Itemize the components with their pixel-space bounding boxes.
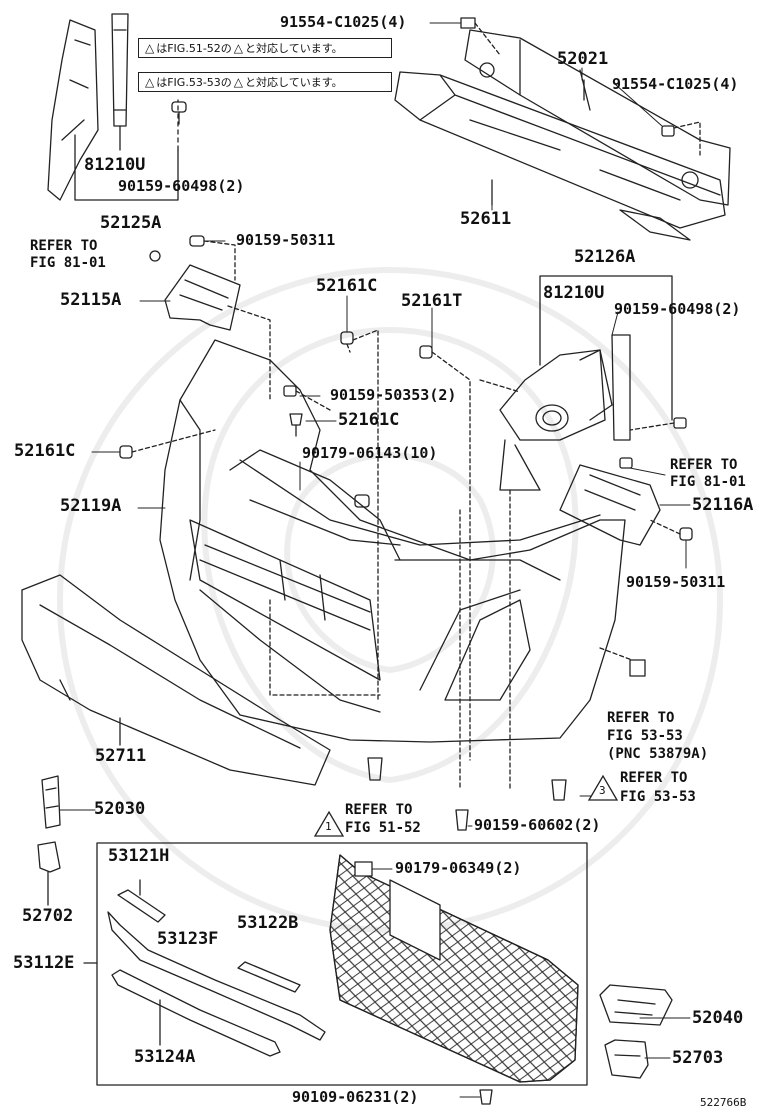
- note-prefix: はFIG.53-53の: [156, 76, 232, 89]
- push-clip-right: [551, 779, 567, 801]
- part-label: 90159-60602(2): [474, 816, 601, 834]
- refer-label: FIG 53-53: [607, 728, 683, 744]
- warning-triangle-icon: △: [145, 75, 155, 89]
- bracket-52703: [604, 1039, 649, 1079]
- absorber-bracket-52021: [464, 29, 731, 206]
- warning-marker-3: 3: [599, 784, 606, 797]
- part-label: 90159-50311: [236, 231, 336, 249]
- part-label: 52125A: [100, 213, 162, 233]
- part-label: 52126A: [574, 247, 636, 267]
- clip-53-53-a: [629, 659, 646, 677]
- bolt-91554-top: [460, 17, 501, 56]
- note-fig-53-53: △ はFIG.53-53の △ と対応しています。: [138, 72, 392, 92]
- part-label: 53122B: [237, 913, 299, 933]
- part-label: 52119A: [60, 496, 122, 516]
- bracket-52040: [599, 984, 673, 1026]
- part-label: 90159-50311: [626, 573, 726, 591]
- clip-lower-left-52030: [41, 775, 61, 829]
- part-label: 81210U: [543, 283, 605, 303]
- part-label: 90159-60498(2): [118, 177, 245, 195]
- part-label: 81210U: [84, 155, 146, 175]
- clip-90159-60498-left: [171, 101, 187, 125]
- note-fig-51-52: △ はFIG.51-52の △ と対応しています。: [138, 38, 392, 58]
- part-label: 53124A: [134, 1047, 196, 1067]
- warning-triangle-icon: △: [233, 75, 244, 89]
- screw-90159-50353: [283, 385, 331, 411]
- retainer-52115a: [149, 235, 271, 401]
- refer-label: REFER TO: [345, 802, 413, 818]
- molding-53124a: [111, 969, 281, 1057]
- bolt-91554-right: [661, 121, 701, 156]
- lower-spoiler-52711: [21, 574, 331, 786]
- clip-52161c-left: [119, 429, 216, 459]
- part-label: 52021: [557, 49, 609, 69]
- refer-label: REFER TO: [30, 238, 98, 254]
- part-label: 52611: [460, 209, 512, 229]
- part-label: 53112E: [13, 953, 75, 973]
- part-label: 90179-06143(10): [302, 444, 438, 462]
- warning-triangle-3-icon: [587, 774, 619, 801]
- molding-53121h: [117, 879, 166, 923]
- warning-triangle-icon: △: [233, 41, 244, 55]
- warning-marker-1: 1: [325, 820, 332, 833]
- note-suffix: と対応しています。: [245, 42, 343, 55]
- molding-53123f: [107, 911, 326, 1041]
- push-clip-center: [367, 757, 383, 781]
- radiator-support: [189, 449, 401, 681]
- part-label: 52703: [672, 1048, 724, 1068]
- part-label: 52702: [22, 906, 74, 926]
- part-label: 90159-50353(2): [330, 386, 457, 404]
- part-label: 90159-60498(2): [614, 300, 741, 318]
- part-label: 52161C: [316, 276, 378, 296]
- screw-90159-60602: [455, 809, 469, 831]
- part-label: 90179-06349(2): [395, 859, 522, 877]
- grille-assembly-box: [83, 842, 588, 1086]
- screw-90109-06231: [479, 1089, 493, 1105]
- refer-label: FIG 81-01: [30, 255, 106, 271]
- radiator-grille-53112e: [329, 854, 579, 1083]
- warning-triangle-icon: △: [145, 41, 155, 55]
- figure-code: 522766B: [700, 1096, 747, 1109]
- refer-label: FIG 53-53: [620, 789, 696, 805]
- refer-label: FIG 81-01: [670, 474, 746, 490]
- warning-triangle-1-icon: [313, 810, 345, 837]
- part-label: 52115A: [60, 290, 122, 310]
- clip-52161c-mid: [289, 413, 303, 437]
- refer-label: REFER TO: [670, 457, 738, 473]
- part-label: 52161C: [338, 410, 400, 430]
- clip-52161t: [419, 345, 471, 761]
- part-label: 53123F: [157, 929, 219, 949]
- bracket-52702: [37, 841, 61, 906]
- part-label: 90109-06231(2): [292, 1088, 419, 1106]
- bumper-reinforcement-52611: [394, 71, 726, 241]
- refer-label: (PNC 53879A): [607, 746, 709, 762]
- part-label: 91554-C1025(4): [280, 13, 407, 31]
- molding-53122b: [237, 961, 301, 993]
- part-label: 52040: [692, 1008, 744, 1028]
- part-label: 52161T: [401, 291, 463, 311]
- bracket-52126a-right: [479, 275, 687, 491]
- note-suffix: と対応しています。: [245, 76, 343, 89]
- refer-label: REFER TO: [607, 710, 675, 726]
- part-label: 52161C: [14, 441, 76, 461]
- part-label: 52711: [95, 746, 147, 766]
- note-prefix: はFIG.51-52の: [156, 42, 232, 55]
- part-label: 53121H: [108, 846, 170, 866]
- part-label: 91554-C1025(4): [612, 75, 739, 93]
- part-label: 52030: [94, 799, 146, 819]
- part-label: 52116A: [692, 495, 754, 515]
- retainer-52116a: [559, 457, 693, 546]
- refer-label: REFER TO: [620, 770, 688, 786]
- dashed-guides-center: [269, 489, 633, 791]
- refer-label: FIG 51-52: [345, 820, 421, 836]
- bracket-81210u-left: [47, 13, 179, 201]
